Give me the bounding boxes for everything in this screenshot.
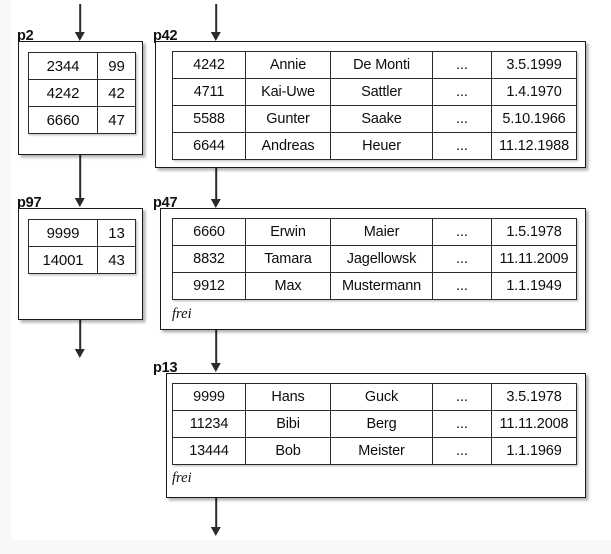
- cell-more: ...: [432, 132, 492, 160]
- table-row[interactable]: 4242 42: [28, 79, 136, 107]
- cell-lastname: Mustermann: [330, 272, 433, 300]
- cell-more: ...: [432, 410, 492, 438]
- table-row[interactable]: 14001 43: [28, 246, 136, 274]
- cell-lastname: Saake: [330, 105, 433, 133]
- table-p97: 9999 13 14001 43: [28, 219, 136, 274]
- cell-lastname: Guck: [330, 383, 433, 411]
- page-label-p97: p97: [17, 195, 42, 211]
- table-row[interactable]: 9912 Max Mustermann ... 1.1.1949: [172, 272, 577, 300]
- cell-date: 1.4.1970: [491, 78, 577, 106]
- cell-key: 14001: [28, 246, 98, 274]
- cell-lastname: Meister: [330, 437, 433, 465]
- cell-id: 6644: [172, 132, 246, 160]
- cell-more: ...: [432, 218, 492, 246]
- cell-id: 6660: [172, 218, 246, 246]
- cell-pointer: 43: [97, 246, 136, 274]
- table-row[interactable]: 9999 Hans Guck ... 3.5.1978: [172, 383, 577, 411]
- table-row[interactable]: 13444 Bob Meister ... 1.1.1969: [172, 437, 577, 465]
- cell-firstname: Erwin: [245, 218, 331, 246]
- table-row[interactable]: 4242 Annie De Monti ... 3.5.1999: [172, 51, 577, 79]
- page-label-p2: p2: [17, 28, 34, 44]
- cell-id: 11234: [172, 410, 246, 438]
- cell-key: 4242: [28, 79, 98, 107]
- cell-date: 5.10.1966: [491, 105, 577, 133]
- cell-id: 9912: [172, 272, 246, 300]
- cell-date: 1.5.1978: [491, 218, 577, 246]
- table-row[interactable]: 4711 Kai-Uwe Sattler ... 1.4.1970: [172, 78, 577, 106]
- cell-firstname: Tamara: [245, 245, 331, 273]
- cell-firstname: Bob: [245, 437, 331, 465]
- cell-lastname: De Monti: [330, 51, 433, 79]
- cell-lastname: Berg: [330, 410, 433, 438]
- table-row[interactable]: 9999 13: [28, 219, 136, 247]
- cell-firstname: Kai-Uwe: [245, 78, 331, 106]
- table-row[interactable]: 11234 Bibi Berg ... 11.11.2008: [172, 410, 577, 438]
- table-row[interactable]: 2344 99: [28, 52, 136, 80]
- cell-key: 6660: [28, 106, 98, 134]
- cell-more: ...: [432, 437, 492, 465]
- cell-date: 11.12.1988: [491, 132, 577, 160]
- table-p2: 2344 99 4242 42 6660 47: [28, 52, 136, 134]
- cell-id: 8832: [172, 245, 246, 273]
- cell-firstname: Max: [245, 272, 331, 300]
- table-row[interactable]: 8832 Tamara Jagellowsk ... 11.11.2009: [172, 245, 577, 273]
- cell-id: 4711: [172, 78, 246, 106]
- cell-lastname: Heuer: [330, 132, 433, 160]
- cell-pointer: 13: [97, 219, 136, 247]
- page-label-p47: p47: [153, 195, 178, 211]
- table-row[interactable]: 6644 Andreas Heuer ... 11.12.1988: [172, 132, 577, 160]
- cell-more: ...: [432, 105, 492, 133]
- table-row[interactable]: 6660 Erwin Maier ... 1.5.1978: [172, 218, 577, 246]
- cell-date: 1.1.1949: [491, 272, 577, 300]
- free-space-label-p13: frei: [172, 470, 192, 486]
- cell-lastname: Sattler: [330, 78, 433, 106]
- cell-lastname: Jagellowsk: [330, 245, 433, 273]
- cell-firstname: Gunter: [245, 105, 331, 133]
- free-space-label-p47: frei: [172, 306, 192, 322]
- table-row[interactable]: 6660 47: [28, 106, 136, 134]
- cell-lastname: Maier: [330, 218, 433, 246]
- page-label-p42: p42: [153, 28, 178, 44]
- cell-id: 4242: [172, 51, 246, 79]
- cell-date: 3.5.1999: [491, 51, 577, 79]
- cell-id: 9999: [172, 383, 246, 411]
- cell-more: ...: [432, 272, 492, 300]
- cell-pointer: 42: [97, 79, 136, 107]
- cell-date: 11.11.2008: [491, 410, 577, 438]
- table-row[interactable]: 5588 Gunter Saake ... 5.10.1966: [172, 105, 577, 133]
- cell-date: 11.11.2009: [491, 245, 577, 273]
- cell-more: ...: [432, 245, 492, 273]
- cell-more: ...: [432, 383, 492, 411]
- cell-firstname: Hans: [245, 383, 331, 411]
- table-p13: 9999 Hans Guck ... 3.5.1978 11234 Bibi B…: [172, 383, 577, 465]
- cell-pointer: 99: [97, 52, 136, 80]
- cell-pointer: 47: [97, 106, 136, 134]
- cell-id: 5588: [172, 105, 246, 133]
- page-label-p13: p13: [153, 360, 178, 376]
- table-p47: 6660 Erwin Maier ... 1.5.1978 8832 Tamar…: [172, 218, 577, 300]
- cell-firstname: Bibi: [245, 410, 331, 438]
- cell-more: ...: [432, 51, 492, 79]
- cell-key: 9999: [28, 219, 98, 247]
- cell-firstname: Andreas: [245, 132, 331, 160]
- cell-key: 2344: [28, 52, 98, 80]
- cell-id: 13444: [172, 437, 246, 465]
- cell-firstname: Annie: [245, 51, 331, 79]
- cell-date: 3.5.1978: [491, 383, 577, 411]
- cell-date: 1.1.1969: [491, 437, 577, 465]
- table-p42: 4242 Annie De Monti ... 3.5.1999 4711 Ka…: [172, 51, 577, 160]
- cell-more: ...: [432, 78, 492, 106]
